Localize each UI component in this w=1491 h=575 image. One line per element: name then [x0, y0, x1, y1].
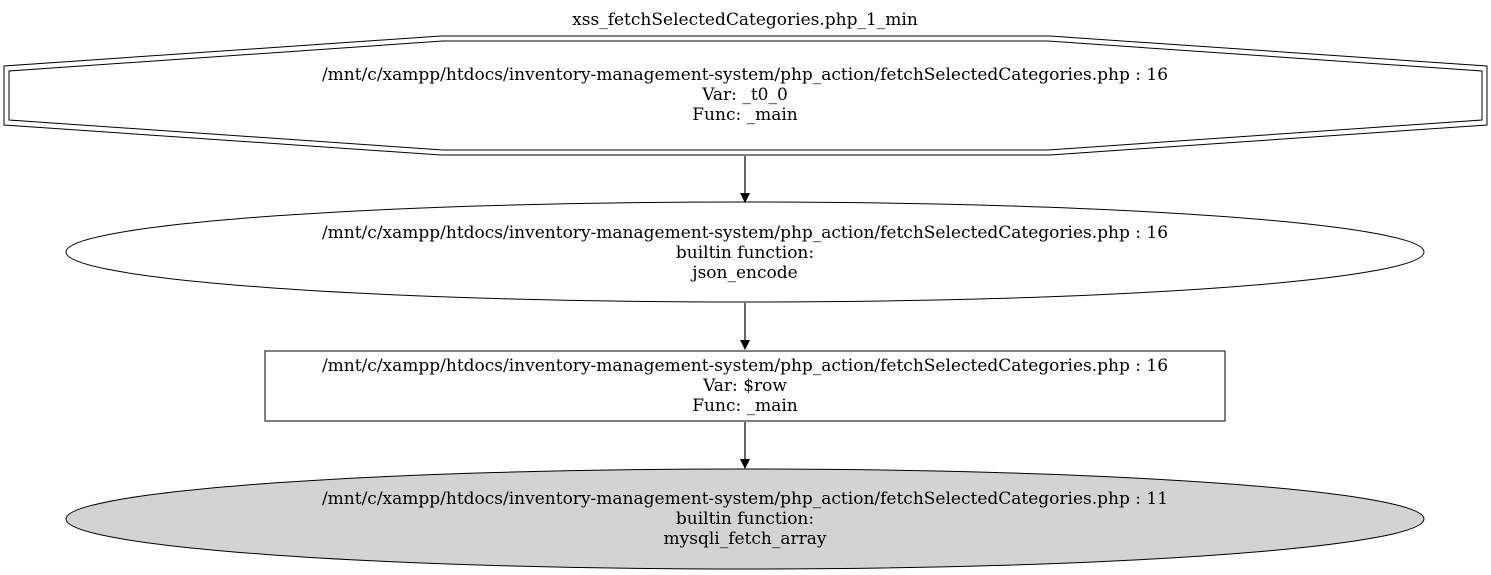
node-n3-location: /mnt/c/xampp/htdocs/inventory-management…	[322, 356, 1168, 376]
graph-title: xss_fetchSelectedCategories.php_1_min	[572, 10, 918, 30]
node-n2-function-name: json_encode	[690, 263, 797, 283]
node-n3-func: Func: _main	[692, 396, 798, 416]
node-n2-border	[65, 201, 1425, 303]
node-n1-var: Var: _t0_0	[701, 85, 788, 105]
node-n2-label: builtin function:	[676, 243, 814, 263]
node-n1[interactable]: /mnt/c/xampp/htdocs/inventory-management…	[3, 35, 1488, 156]
node-n4-location: /mnt/c/xampp/htdocs/inventory-management…	[322, 489, 1168, 509]
node-n3-border	[264, 350, 1226, 422]
node-n2[interactable]: /mnt/c/xampp/htdocs/inventory-management…	[65, 201, 1425, 303]
node-n1-func: Func: _main	[692, 105, 798, 125]
node-n2-location: /mnt/c/xampp/htdocs/inventory-management…	[322, 223, 1168, 243]
node-n4[interactable]: /mnt/c/xampp/htdocs/inventory-management…	[65, 468, 1425, 570]
node-n3-var: Var: $row	[702, 376, 787, 396]
node-n4-function-name: mysqli_fetch_array	[664, 529, 827, 549]
node-n3[interactable]: /mnt/c/xampp/htdocs/inventory-management…	[264, 350, 1226, 422]
node-n4-label: builtin function:	[676, 509, 814, 529]
node-n1-outer-border	[3, 35, 1488, 156]
node-n1-location: /mnt/c/xampp/htdocs/inventory-management…	[322, 65, 1168, 85]
node-n4-border	[65, 468, 1425, 570]
node-n1-inner-border	[8, 40, 1483, 151]
